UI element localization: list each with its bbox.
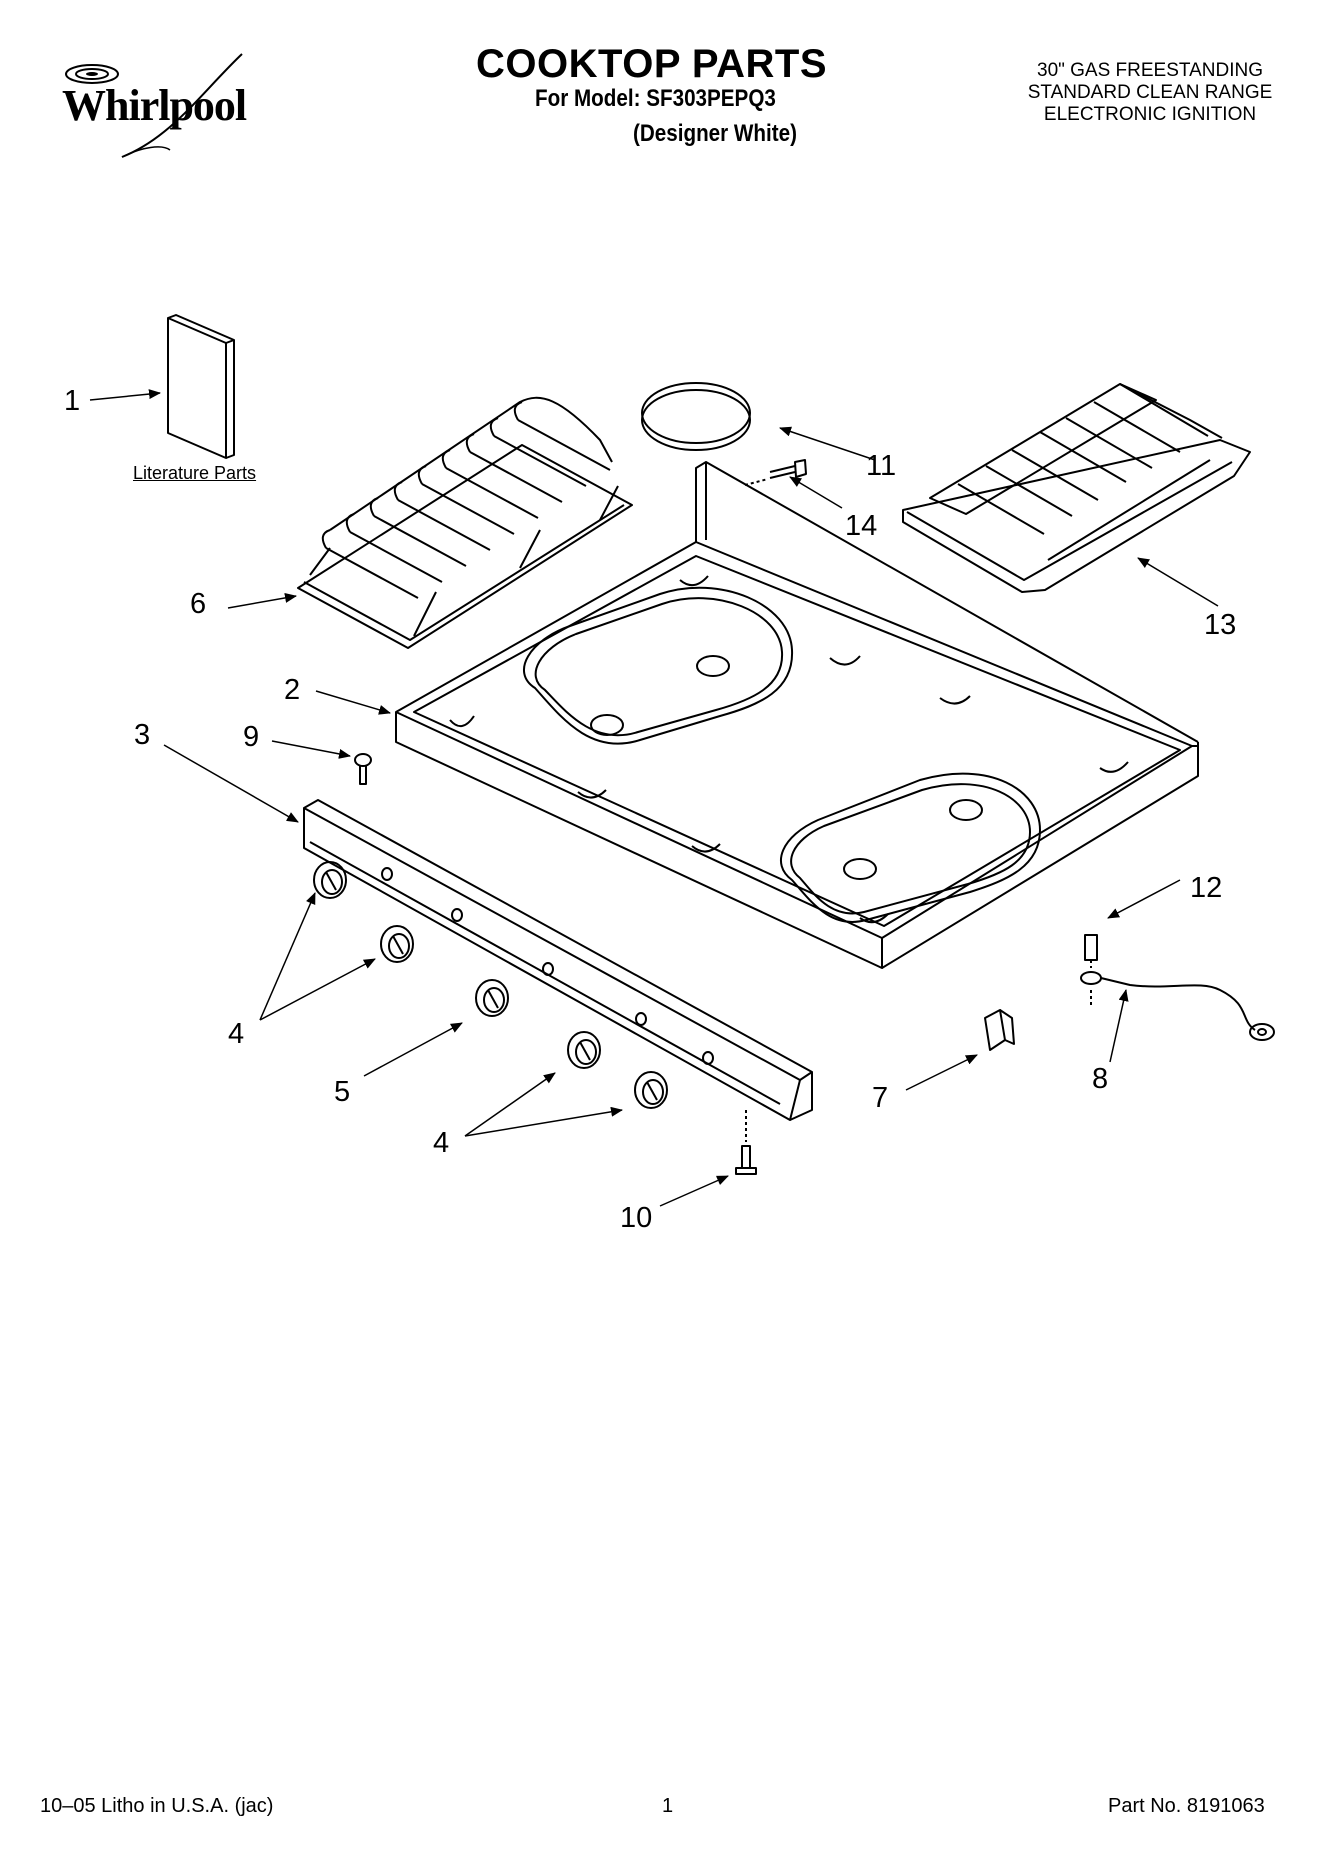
leader-arrows (89, 389, 1219, 1207)
control-panel (303, 799, 813, 1121)
callout-12: 12 (1190, 872, 1223, 904)
callout-5: 5 (334, 1076, 351, 1108)
footer-litho: 10–05 Litho in U.S.A. (jac) (40, 1795, 274, 1817)
literature-book (167, 314, 235, 459)
product-description: 30" GAS FREESTANDING STANDARD CLEAN RANG… (1000, 60, 1300, 126)
callout-13: 13 (1204, 609, 1237, 641)
callout-10: 10 (620, 1202, 653, 1234)
brand-name: Whirlpool (62, 81, 247, 130)
callout-8: 8 (1092, 1063, 1109, 1095)
bottom-screw (735, 1110, 757, 1175)
footer-page-number: 1 (662, 1795, 674, 1817)
footer-part-number: Part No. 8191063 (1108, 1795, 1265, 1817)
literature-parts-label: Literature Parts (133, 463, 257, 483)
callout-3: 3 (134, 719, 151, 751)
callout-1: 1 (64, 385, 81, 417)
desc-line: ELECTRONIC IGNITION (1043, 104, 1257, 125)
control-knobs (313, 861, 668, 1109)
small-screw (744, 459, 807, 486)
desc-line: STANDARD CLEAN RANGE (1027, 82, 1273, 103)
pin-bolt (354, 753, 372, 785)
callout-7: 7 (872, 1082, 889, 1114)
model-line: For Model: SF303PEPQ3 (535, 85, 776, 112)
callout-6: 6 (190, 588, 207, 620)
whirlpool-swirl-icon (65, 53, 243, 158)
burner-cap-disc (641, 382, 751, 451)
brand-logo: Whirlpool (52, 52, 282, 162)
callout-4a: 4 (228, 1018, 245, 1050)
left-grate (297, 396, 633, 649)
ground-wire-assembly (1080, 934, 1275, 1041)
spring-clip (984, 1009, 1015, 1051)
cooktop-panel (395, 461, 1199, 969)
callout-9: 9 (243, 721, 260, 753)
right-grate (902, 383, 1251, 593)
desc-line: 30" GAS FREESTANDING (1037, 60, 1263, 81)
callout-11: 11 (866, 450, 897, 482)
page-title: COOKTOP PARTS (476, 42, 827, 86)
callout-14: 14 (845, 510, 878, 542)
callout-4b: 4 (433, 1127, 450, 1159)
color-line: (Designer White) (633, 120, 797, 147)
callout-2: 2 (284, 674, 301, 706)
